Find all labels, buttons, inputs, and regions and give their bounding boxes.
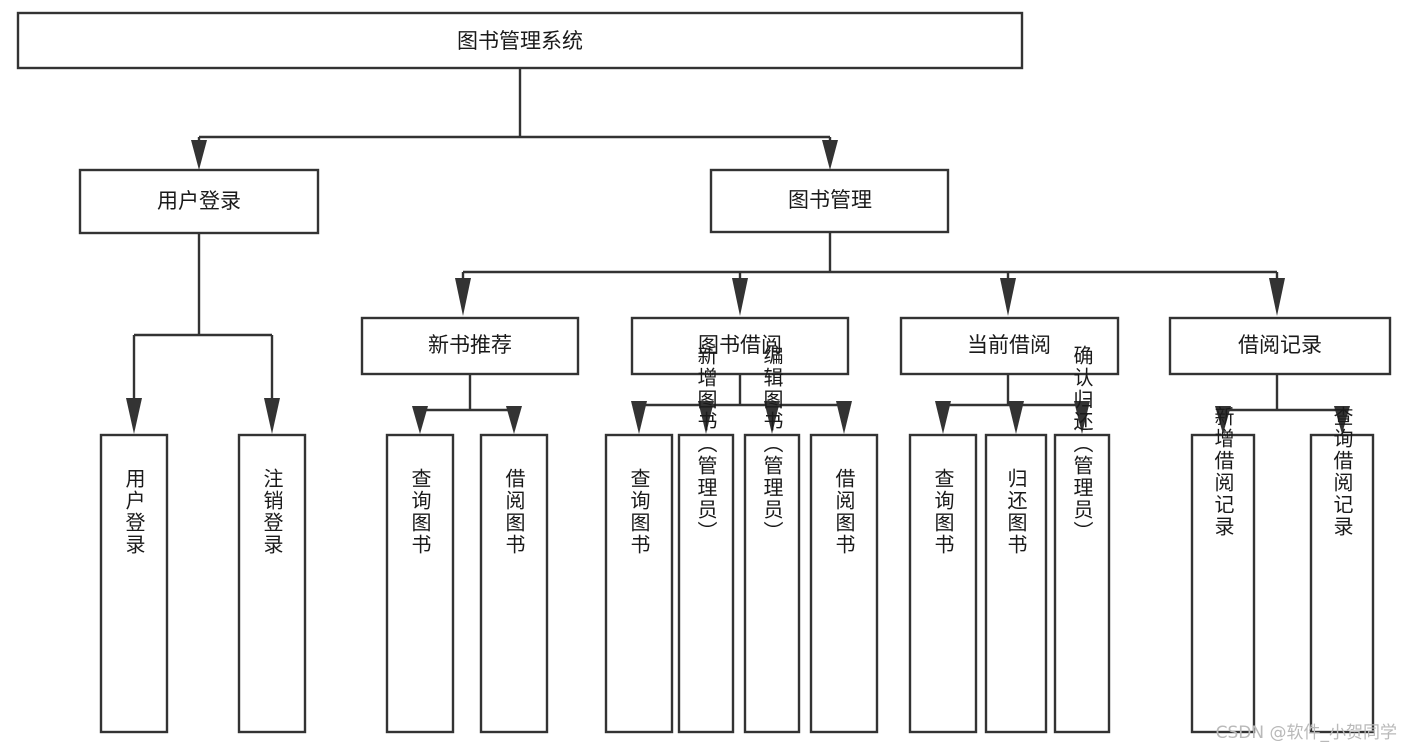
arrow-to-leaf-return-book [1008,401,1024,434]
leaf-borrow-book-2-label: 借阅图书 [832,468,856,556]
leaf-query-record-box[interactable] [1309,433,1375,734]
arrow-to-current-borrow [1000,278,1016,316]
leaf-return-book-label: 归还图书 [1004,468,1028,556]
node-book-manage-label: 图书管理 [788,188,872,212]
leaf-node[interactable]: 确认归还（管理员） [1053,345,1111,734]
node-book-manage-box[interactable] [709,168,950,234]
arrow-to-new-book-rec [455,278,471,316]
node-root-box[interactable] [16,11,1024,70]
leaf-logout-box[interactable] [237,433,307,734]
arrow-to-leaf-confirm-return [1074,401,1090,434]
leaf-query-book-1-box[interactable] [385,433,455,734]
leaf-node[interactable]: 注销登录 [237,433,307,734]
arrow-to-leaf-logout [264,398,280,434]
node-new-book-rec-label: 新书推荐 [428,333,512,357]
leaf-add-record-box[interactable] [1190,433,1256,734]
leaf-user-login-label: 用户登录 [122,468,146,556]
arrow-to-book-borrow [732,278,748,316]
leaf-borrow-book-2-box[interactable] [809,433,879,734]
arrow-to-leaf-query-book-2 [631,401,647,434]
arrow-to-leaf-user-login [126,398,142,434]
node-user-login-label: 用户登录 [157,189,241,213]
leaf-node[interactable]: 查询图书 [908,433,978,734]
leaf-node[interactable]: 查询图书 [604,433,674,734]
leaf-query-book-2-box[interactable] [604,433,674,734]
arrow-to-book-manage [822,140,838,170]
node-current-borrow-box[interactable] [899,316,1120,376]
node-root[interactable]: 图书管理系统 [16,11,1024,70]
arrow-to-leaf-borrow-book-1 [506,406,522,434]
arrow-to-leaf-add-record [1215,406,1231,434]
edges-user-login-to-leaves [126,233,280,434]
node-borrow-record-label: 借阅记录 [1238,333,1322,357]
leaf-borrow-book-1-box[interactable] [479,433,549,734]
edges-book-manage-to-level3 [455,232,1285,316]
node-book-borrow[interactable]: 图书借阅 [630,316,850,376]
edges-current-borrow-to-leaves [935,374,1090,434]
leaf-query-book-3-label: 查询图书 [931,468,955,556]
leaf-edit-book-box[interactable] [743,433,801,734]
leaf-query-record-label: 查询借阅记录 [1330,406,1354,538]
leaf-node[interactable]: 查询借阅记录 [1309,406,1375,734]
leaf-query-book-2-label: 查询图书 [627,468,651,556]
leaf-node[interactable]: 编辑图书（管理员） [743,345,801,734]
arrow-to-leaf-query-book-3 [935,401,951,434]
node-new-book-rec-box[interactable] [360,316,580,376]
node-new-book-rec[interactable]: 新书推荐 [360,316,580,376]
node-user-login-box[interactable] [78,168,320,235]
edges-new-book-rec-to-leaves [412,374,522,434]
leaf-node[interactable]: 借阅图书 [809,433,879,734]
node-book-borrow-label: 图书借阅 [698,333,782,357]
csdn-watermark: CSDN @软件_小贺同学 [1215,723,1397,743]
leaf-query-book-3-box[interactable] [908,433,978,734]
leaf-logout-label: 注销登录 [260,468,284,556]
node-borrow-record[interactable]: 借阅记录 [1168,316,1392,376]
leaf-user-login-box[interactable] [99,433,169,734]
edges-book-borrow-to-leaves [631,374,852,434]
leaf-borrow-book-1-label: 借阅图书 [502,468,526,556]
leaf-query-book-1-label: 查询图书 [408,468,432,556]
arrow-to-leaf-edit-book [764,401,780,434]
leaf-add-book-label: 新增图书（管理员） [694,345,718,543]
arrow-to-leaf-query-record [1334,406,1350,434]
node-root-label: 图书管理系统 [457,29,583,53]
edges-root-to-level2 [191,68,838,170]
node-user-login[interactable]: 用户登录 [78,168,320,235]
leaf-add-book-box[interactable] [677,433,735,734]
edges-borrow-record-to-leaves [1215,374,1350,434]
node-borrow-record-box[interactable] [1168,316,1392,376]
leaf-edit-book-label: 编辑图书（管理员） [760,345,784,543]
arrow-to-borrow-record [1269,278,1285,316]
arrow-to-user-login [191,140,207,170]
arrow-to-leaf-query-book-1 [412,406,428,434]
node-current-borrow[interactable]: 当前借阅 [899,316,1120,376]
leaf-return-book-box[interactable] [984,433,1048,734]
node-book-borrow-box[interactable] [630,316,850,376]
node-current-borrow-label: 当前借阅 [967,333,1051,357]
leaf-node[interactable]: 查询图书 [385,433,455,734]
leaf-node[interactable]: 借阅图书 [479,433,549,734]
leaf-add-record-label: 新增借阅记录 [1211,406,1235,538]
leaf-node[interactable]: 新增借阅记录 [1190,406,1256,734]
arrow-to-leaf-add-book [698,401,714,434]
leaf-confirm-return-box[interactable] [1053,433,1111,734]
leaf-confirm-return-label: 确认归还（管理员） [1070,345,1094,543]
node-book-manage[interactable]: 图书管理 [709,168,950,234]
leaf-node[interactable]: 用户登录 [99,433,169,734]
leaf-node[interactable]: 新增图书（管理员） [677,345,735,734]
arrow-to-leaf-borrow-book-2 [836,401,852,434]
leaf-node[interactable]: 归还图书 [984,433,1048,734]
